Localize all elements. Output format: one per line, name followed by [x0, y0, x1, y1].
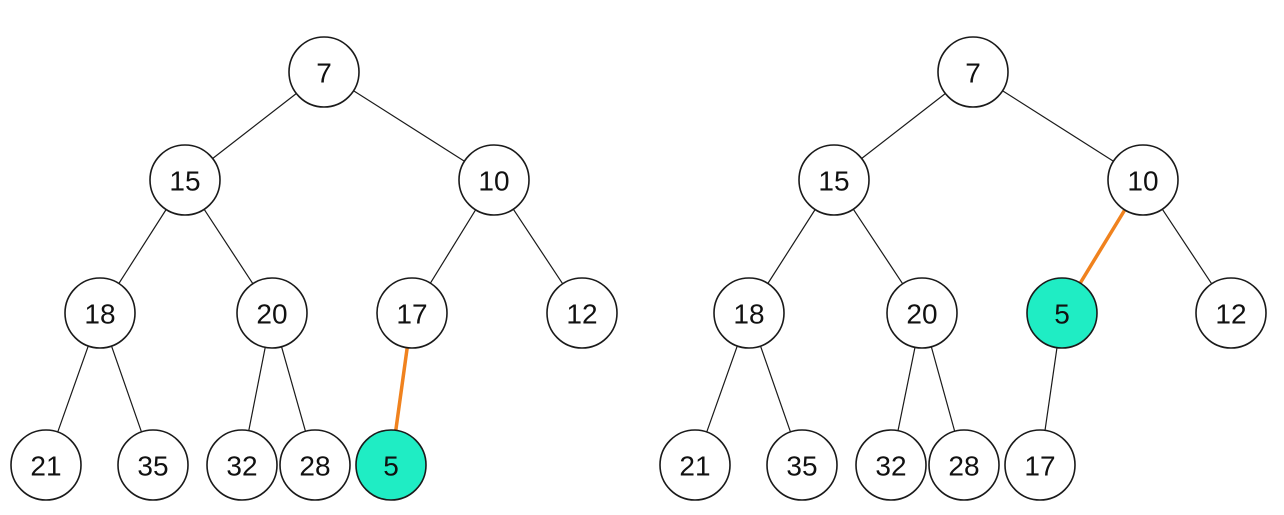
node-label: 21: [679, 451, 710, 482]
heap-node-17: 17: [1004, 429, 1076, 501]
node-circle: [1004, 429, 1076, 501]
node-label: 15: [818, 166, 849, 197]
node-circle: [149, 144, 221, 216]
node-circle: [937, 36, 1009, 108]
node-label: 21: [30, 451, 61, 482]
heap-node-15: 15: [798, 144, 870, 216]
node-circle: [64, 277, 136, 349]
node-label: 28: [299, 451, 330, 482]
edge-n7-n10: [353, 90, 465, 162]
heap-node-12: 12: [1195, 277, 1267, 349]
heap-node-21: 21: [10, 429, 82, 501]
edge-n20-n32: [248, 347, 266, 431]
edge-n15-n20: [203, 208, 254, 285]
node-circle: [855, 429, 927, 501]
heap-node-10: 10: [458, 144, 530, 216]
node-circle: [279, 429, 351, 501]
node-circle: [206, 429, 278, 501]
tree-before-swap: 7 15 10 18 20 17 12 21 35 32 28 5: [10, 36, 618, 501]
node-circle: [288, 36, 360, 108]
heap-node-18: 18: [713, 277, 785, 349]
heap-node-35: 35: [117, 429, 189, 501]
heap-node-7: 7: [288, 36, 360, 108]
edge-n20-n32: [897, 347, 916, 431]
node-label: 20: [906, 299, 937, 330]
node-circle: [1195, 277, 1267, 349]
heap-node-35: 35: [766, 429, 838, 501]
edge-n10-n17: [429, 209, 477, 284]
node-circle: [928, 429, 1000, 501]
node-circle: [1026, 277, 1098, 349]
node-circle: [10, 429, 82, 501]
node-circle: [355, 429, 427, 501]
node-label: 20: [256, 299, 287, 330]
node-label: 5: [1054, 299, 1070, 330]
node-circle: [376, 277, 448, 349]
heap-node-12: 12: [546, 277, 618, 349]
edge-n7-n15: [212, 93, 297, 159]
node-circle: [659, 429, 731, 501]
inserted-node-5: 5: [355, 429, 427, 501]
heap-node-28: 28: [279, 429, 351, 501]
heap-node-10: 10: [1107, 144, 1179, 216]
heap-node-32: 32: [855, 429, 927, 501]
node-label: 7: [965, 58, 981, 89]
node-label: 35: [786, 451, 817, 482]
node-circle: [117, 429, 189, 501]
node-label: 18: [733, 299, 764, 330]
node-circle: [766, 429, 838, 501]
edge-n10-n12: [512, 208, 564, 285]
swap-edge-n17-n5: [394, 347, 409, 431]
edge-n7-n15: [861, 93, 946, 159]
node-circle: [886, 277, 958, 349]
node-label: 15: [169, 166, 200, 197]
node-label: 7: [316, 58, 332, 89]
node-circle: [713, 277, 785, 349]
node-circle: [236, 277, 308, 349]
edge-n18-n35: [759, 345, 792, 433]
node-label: 10: [1127, 166, 1158, 197]
node-label: 12: [1215, 299, 1246, 330]
node-label: 28: [948, 451, 979, 482]
heap-node-15: 15: [149, 144, 221, 216]
heap-node-32: 32: [206, 429, 278, 501]
node-circle: [546, 277, 618, 349]
edge-n15-n18: [118, 209, 167, 284]
edge-n5-n17: [1044, 347, 1058, 431]
edge-n18-n21: [706, 345, 738, 433]
edge-n15-n20: [852, 208, 904, 285]
node-label: 18: [84, 299, 115, 330]
edge-n20-n28: [930, 346, 956, 432]
node-label: 5: [383, 451, 399, 482]
node-label: 35: [137, 451, 168, 482]
node-circle: [458, 144, 530, 216]
edge-n18-n35: [110, 345, 143, 433]
tree-after-swap: 7 15 10 18 20 5 12 21 35 32 28 17: [659, 36, 1267, 501]
node-label: 32: [875, 451, 906, 482]
node-circle: [798, 144, 870, 216]
heap-node-20: 20: [236, 277, 308, 349]
node-label: 12: [566, 299, 597, 330]
heap-node-17: 17: [376, 277, 448, 349]
heap-node-21: 21: [659, 429, 731, 501]
node-label: 17: [1024, 451, 1055, 482]
node-label: 32: [226, 451, 257, 482]
heap-node-18: 18: [64, 277, 136, 349]
heap-node-28: 28: [928, 429, 1000, 501]
node-label: 17: [396, 299, 427, 330]
edge-n20-n28: [280, 346, 307, 432]
node-label: 10: [478, 166, 509, 197]
edge-n18-n21: [57, 345, 89, 433]
edge-n15-n18: [767, 209, 816, 284]
heap-node-20: 20: [886, 277, 958, 349]
edge-n10-n12: [1161, 208, 1213, 285]
swap-edge-n10-n5: [1078, 208, 1127, 285]
heap-node-7: 7: [937, 36, 1009, 108]
edge-n7-n10: [1002, 90, 1114, 162]
inserted-node-5: 5: [1026, 277, 1098, 349]
node-circle: [1107, 144, 1179, 216]
